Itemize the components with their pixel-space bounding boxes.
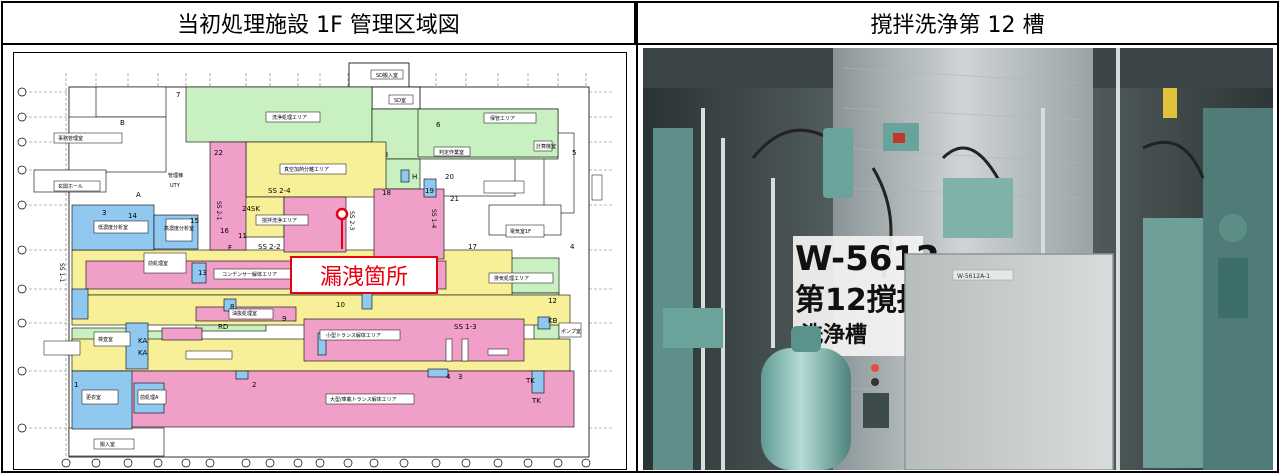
- svg-text:22: 22: [214, 149, 223, 157]
- svg-text:SS 1-3: SS 1-3: [454, 323, 477, 331]
- grid-bubbles: [17, 87, 591, 468]
- svg-text:16: 16: [220, 227, 229, 235]
- svg-text:18: 18: [382, 189, 391, 197]
- room-changing: 更衣室: [86, 394, 101, 401]
- svg-text:SS 1-1: SS 1-1: [58, 263, 65, 283]
- svg-text:SS 2-1: SS 2-1: [215, 201, 222, 221]
- svg-text:1: 1: [74, 381, 78, 389]
- svg-text:21: 21: [450, 195, 459, 203]
- room-high-conc: 高濃度分析室: [164, 225, 194, 232]
- svg-text:19: 19: [425, 187, 434, 195]
- svg-text:2: 2: [252, 381, 256, 389]
- svg-text:SS 2-2: SS 2-2: [258, 243, 281, 251]
- svg-text:KB: KB: [548, 317, 558, 325]
- svg-text:8: 8: [230, 303, 234, 311]
- room-washing-area: 洗浄処理エリア: [272, 114, 307, 121]
- svg-text:I: I: [386, 151, 388, 159]
- svg-text:13: 13: [198, 269, 207, 277]
- room-disposal: 前処理A: [140, 394, 159, 401]
- right-title: 撹拌洗浄第 12 槽: [636, 3, 1279, 45]
- room-small-trans: 小型トランス解体エリア: [326, 332, 381, 339]
- tank-photo-illustration: W-5612 第12撹拌 洗浄槽 W-5612A-1: [643, 48, 1273, 470]
- room-stir-wash: 撹拌洗浄エリア: [262, 217, 297, 224]
- svg-text:20: 20: [445, 173, 454, 181]
- room-exhaust: 排気処理エリア: [494, 275, 529, 282]
- svg-text:7: 7: [176, 91, 180, 99]
- room-monitor: 検査室: [98, 336, 113, 343]
- room-preparation: 前処理室: [148, 260, 168, 267]
- tank-photo: W-5612 第12撹拌 洗浄槽 W-5612A-1: [643, 48, 1273, 470]
- room-vacuum-sep: 真空加熱分離エリア: [284, 166, 329, 173]
- svg-text:11: 11: [238, 232, 247, 240]
- room-carry-in: 搬入室: [100, 441, 115, 448]
- room-storage: 保管エリア: [490, 115, 515, 122]
- svg-text:B: B: [120, 119, 125, 127]
- room-low-conc: 低濃度分析室: [98, 224, 128, 231]
- room-mgmt-building: 管理棟: [168, 172, 183, 179]
- svg-text:A: A: [136, 191, 141, 199]
- room-entrance: 玄関ホール: [58, 183, 83, 190]
- svg-text:TK: TK: [531, 397, 541, 405]
- svg-text:9: 9: [282, 315, 286, 323]
- leak-marker: [335, 207, 349, 249]
- svg-text:H: H: [412, 173, 417, 181]
- room-condenser: コンデンサー解体エリア: [222, 271, 277, 278]
- room-pc: 計算機室: [536, 143, 556, 150]
- svg-text:4: 4: [570, 243, 575, 251]
- zone-labels: SS 2-4 SS 2-2 SS 1-3 24SK RD KB KA KA TK…: [74, 91, 576, 405]
- svg-text:24SK: 24SK: [242, 205, 260, 213]
- svg-text:3: 3: [458, 373, 462, 381]
- room-sd: SD室: [394, 97, 406, 104]
- svg-text:RD: RD: [218, 323, 228, 331]
- panel-plate: W-5612A-1: [957, 273, 990, 280]
- room-office: 事務管理室: [58, 135, 83, 142]
- svg-text:5: 5: [572, 149, 576, 157]
- svg-text:4: 4: [446, 373, 451, 381]
- room-labels: SD搬入室 SD室 洗浄処理エリア 事務管理室 保管エリア 計算機室 判定作業室…: [58, 72, 581, 448]
- svg-text:17: 17: [468, 243, 477, 251]
- left-title: 当初処理施設 1F 管理区域図: [3, 3, 636, 45]
- svg-text:12: 12: [548, 297, 557, 305]
- svg-text:SS 2-4: SS 2-4: [268, 187, 291, 195]
- svg-text:15: 15: [190, 217, 199, 225]
- leak-location-label: 漏洩箇所: [290, 256, 438, 294]
- svg-text:TK: TK: [525, 377, 535, 385]
- room-uty: UTY: [170, 183, 181, 189]
- svg-text:10: 10: [336, 301, 345, 309]
- svg-text:F: F: [228, 244, 232, 252]
- svg-text:3: 3: [102, 209, 106, 217]
- floor-plan-map: SD搬入室 SD室 洗浄処理エリア 事務管理室 保管エリア 計算機室 判定作業室…: [17, 62, 614, 468]
- svg-text:KA: KA: [138, 337, 147, 345]
- column-divider: [636, 3, 638, 473]
- svg-text:14: 14: [128, 212, 137, 220]
- svg-text:SS 1-4: SS 1-4: [430, 209, 437, 229]
- room-sd-carry-in: SD搬入室: [376, 72, 398, 79]
- svg-text:SS 2-3: SS 2-3: [348, 211, 355, 231]
- room-large-trans: 大型/車載トランス解体エリア: [330, 396, 397, 403]
- room-oil: 油抜処理室: [232, 310, 257, 317]
- room-electrical: 電気室1F: [510, 228, 531, 235]
- room-judgement: 判定作業室: [439, 149, 464, 156]
- svg-text:6: 6: [436, 121, 441, 129]
- svg-text:KA: KA: [138, 349, 147, 357]
- room-pump: ポンプ室: [561, 328, 581, 335]
